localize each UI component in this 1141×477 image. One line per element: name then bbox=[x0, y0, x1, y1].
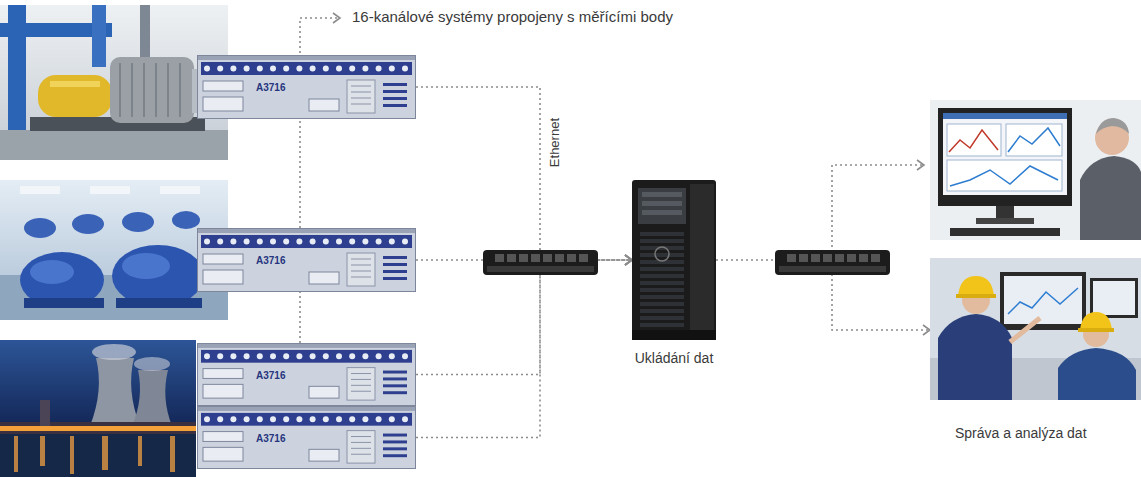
measurement-rack: A3716 bbox=[197, 406, 416, 469]
model-label: A3716 bbox=[253, 432, 288, 445]
measurement-rack: A3716 bbox=[197, 343, 416, 406]
server-tower bbox=[632, 180, 716, 340]
dotted-connector bbox=[416, 260, 632, 375]
model-label: A3716 bbox=[253, 81, 288, 94]
dotted-connector bbox=[416, 87, 632, 260]
model-label: A3716 bbox=[253, 254, 288, 267]
ethernet-switch bbox=[483, 250, 598, 275]
callout-wire bbox=[300, 18, 922, 343]
link-label: Ethernet bbox=[547, 118, 562, 167]
analysis-station: Správa a analýza dat bbox=[930, 258, 1141, 400]
node-caption: Ukládání dat bbox=[612, 350, 736, 366]
monitor-user-photo bbox=[930, 100, 1141, 240]
arrow-chevron bbox=[333, 13, 924, 170]
power-plant-photo bbox=[0, 340, 196, 477]
measurement-rack: A3716 bbox=[197, 228, 416, 292]
node-caption: Správa a analýza dat bbox=[955, 425, 1087, 441]
callout-label: 16-kanálové systémy propojeny s měřícími… bbox=[352, 8, 673, 25]
control-room-photo bbox=[930, 258, 1141, 400]
rack-front bbox=[197, 228, 416, 292]
model-label: A3716 bbox=[253, 369, 288, 382]
dotted-connector bbox=[416, 260, 632, 438]
rack-front bbox=[197, 406, 416, 469]
data-server: Ukládání dat bbox=[632, 180, 716, 340]
rack-front bbox=[197, 343, 416, 406]
rack-front bbox=[197, 55, 416, 119]
dotted-connector bbox=[716, 260, 930, 330]
machine-photo bbox=[0, 5, 228, 160]
pump-hall-photo bbox=[0, 180, 228, 320]
measurement-rack: A3716 bbox=[197, 55, 416, 119]
ethernet-switch bbox=[775, 250, 890, 275]
